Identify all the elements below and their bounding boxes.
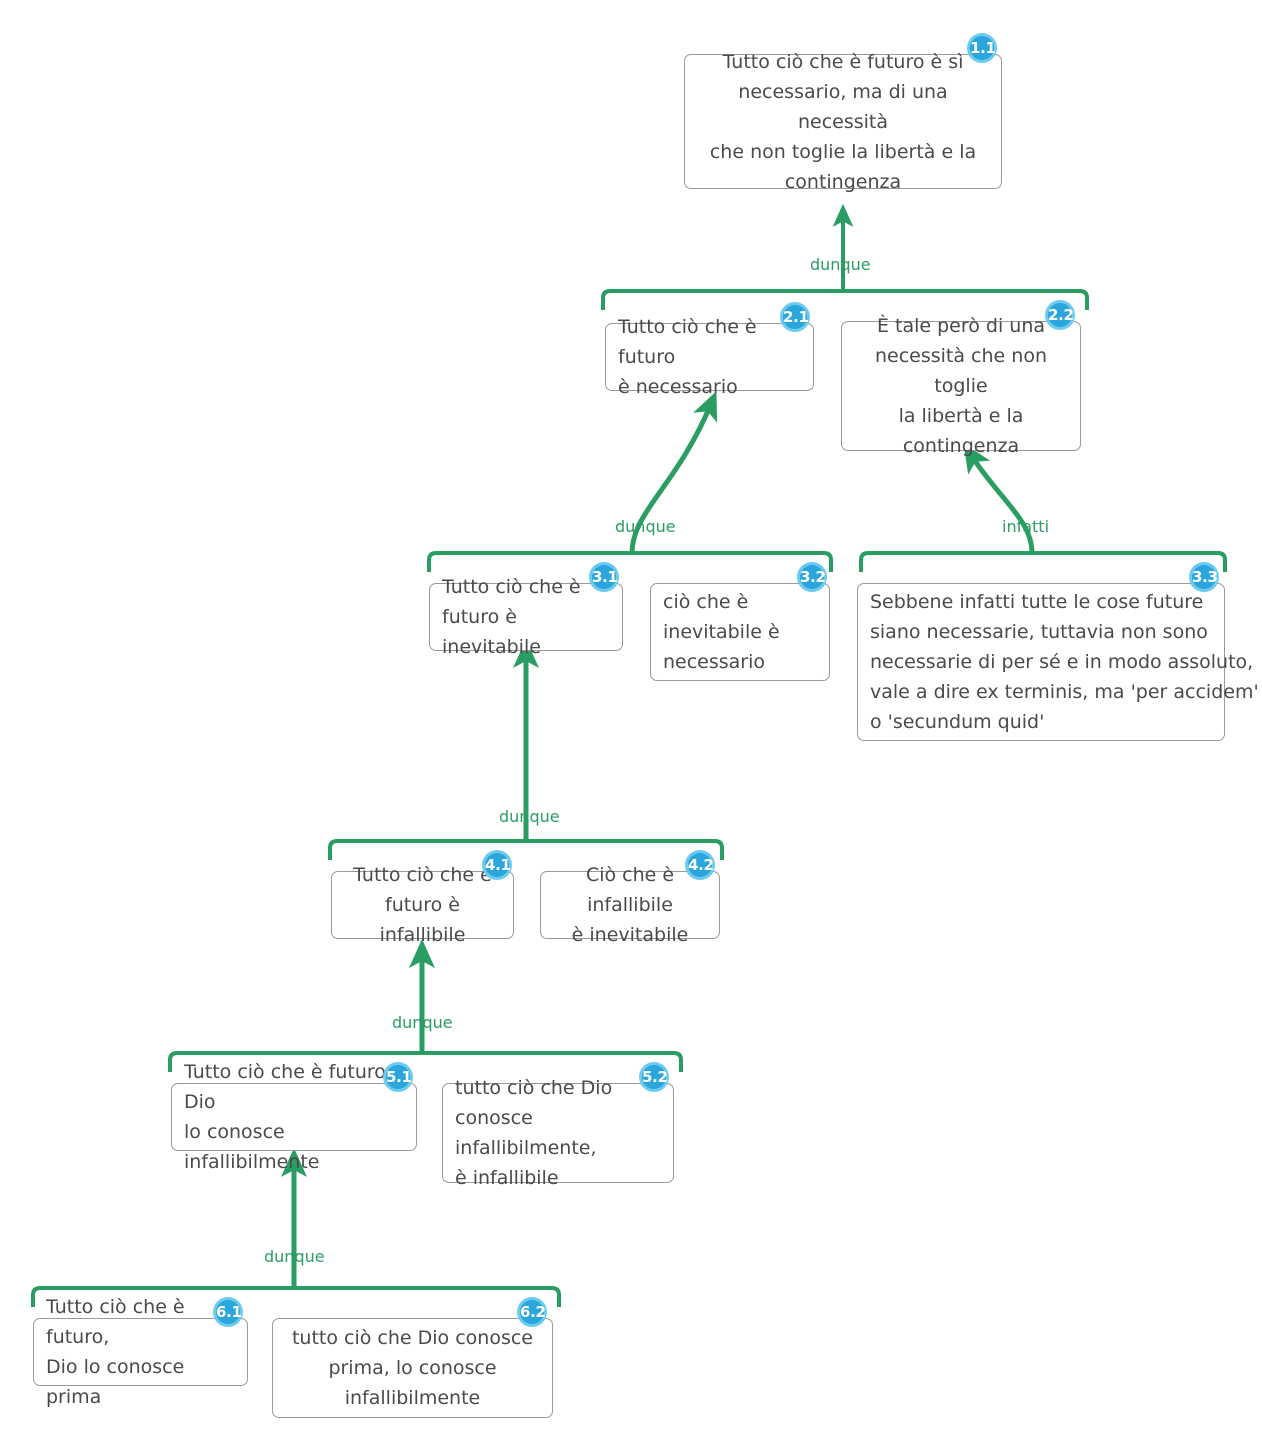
node-2-1-text: Tutto ciò che è futuro è necessario: [618, 316, 757, 398]
node-3-1[interactable]: Tutto ciò che è futuro è inevitabile: [429, 576, 623, 658]
badge-3-1[interactable]: 3.1: [589, 562, 619, 592]
badge-5-1[interactable]: 5.1: [383, 1062, 413, 1092]
node-4-1-text: Tutto ciò che è futuro è infallibile: [353, 864, 492, 946]
edge-label-row6-to-5-1: dunque: [264, 1247, 325, 1266]
bracket-row4: [328, 839, 724, 860]
badge-3-3[interactable]: 3.3: [1189, 562, 1219, 592]
edge-3-3-to-2-2: [963, 443, 1035, 554]
badge-4-2[interactable]: 4.2: [685, 850, 715, 880]
badge-5-2[interactable]: 5.2: [639, 1062, 669, 1092]
edge-label-row4-to-3-1: dunque: [499, 807, 560, 826]
badge-3-2[interactable]: 3.2: [797, 562, 827, 592]
badge-6-1[interactable]: 6.1: [213, 1297, 243, 1327]
node-3-2-text: ciò che è inevitabile è necessario: [663, 591, 780, 673]
node-6-1-text: Tutto ciò che è futuro, Dio lo conosce p…: [46, 1296, 185, 1408]
node-6-2-text: tutto ciò che Dio conosce prima, lo cono…: [291, 1327, 533, 1409]
node-1-1-text: Tutto ciò che è futuro è sì necessario, …: [709, 50, 977, 193]
node-4-1[interactable]: Tutto ciò che è futuro è infallibile: [331, 864, 514, 946]
node-2-2[interactable]: È tale però di una necessità che non tog…: [841, 315, 1081, 457]
badge-2-2[interactable]: 2.2: [1045, 300, 1075, 330]
badge-1-1[interactable]: 1.1: [967, 33, 997, 63]
node-3-2[interactable]: ciò che è inevitabile è necessario: [650, 583, 830, 681]
node-6-2[interactable]: tutto ciò che Dio conosce prima, lo cono…: [272, 1318, 553, 1418]
edge-label-3-3-to-2-2: infatti: [1002, 517, 1050, 536]
node-5-1-text: Tutto ciò che è futuro Dio lo conosce in…: [184, 1061, 386, 1173]
node-2-2-text: È tale però di una necessità che non tog…: [874, 315, 1047, 457]
node-5-1[interactable]: Tutto ciò che è futuro Dio lo conosce in…: [171, 1061, 417, 1173]
node-2-1[interactable]: Tutto ciò che è futuro è necessario: [605, 316, 814, 398]
edge-label-row5-to-4-1: dunque: [392, 1013, 453, 1032]
node-1-1[interactable]: Tutto ciò che è futuro è sì necessario, …: [684, 51, 1002, 193]
bracket-row2: [601, 289, 1089, 310]
node-6-1[interactable]: Tutto ciò che è futuro, Dio lo conosce p…: [33, 1296, 248, 1408]
badge-2-1[interactable]: 2.1: [780, 302, 810, 332]
node-3-1-text: Tutto ciò che è futuro è inevitabile: [442, 576, 581, 658]
edge-label-row3-to-2-1: dunque: [615, 517, 676, 536]
badge-6-2[interactable]: 6.2: [517, 1297, 547, 1327]
node-4-2[interactable]: Ciò che è infallibile è inevitabile: [540, 864, 720, 946]
badge-4-1[interactable]: 4.1: [482, 850, 512, 880]
edge-label-row2-to-1-1: dunque: [810, 255, 871, 274]
bracket-row3-left: [427, 551, 833, 572]
node-4-2-text: Ciò che è infallibile è inevitabile: [571, 864, 689, 946]
node-5-2[interactable]: tutto ciò che Dio conosce infallibilment…: [442, 1077, 674, 1189]
bracket-row3-right: [859, 551, 1227, 572]
node-3-3-text: Sebbene infatti tutte le cose future sia…: [870, 591, 1259, 733]
node-5-2-text: tutto ciò che Dio conosce infallibilment…: [455, 1077, 613, 1189]
node-3-3[interactable]: Sebbene infatti tutte le cose future sia…: [857, 583, 1259, 741]
